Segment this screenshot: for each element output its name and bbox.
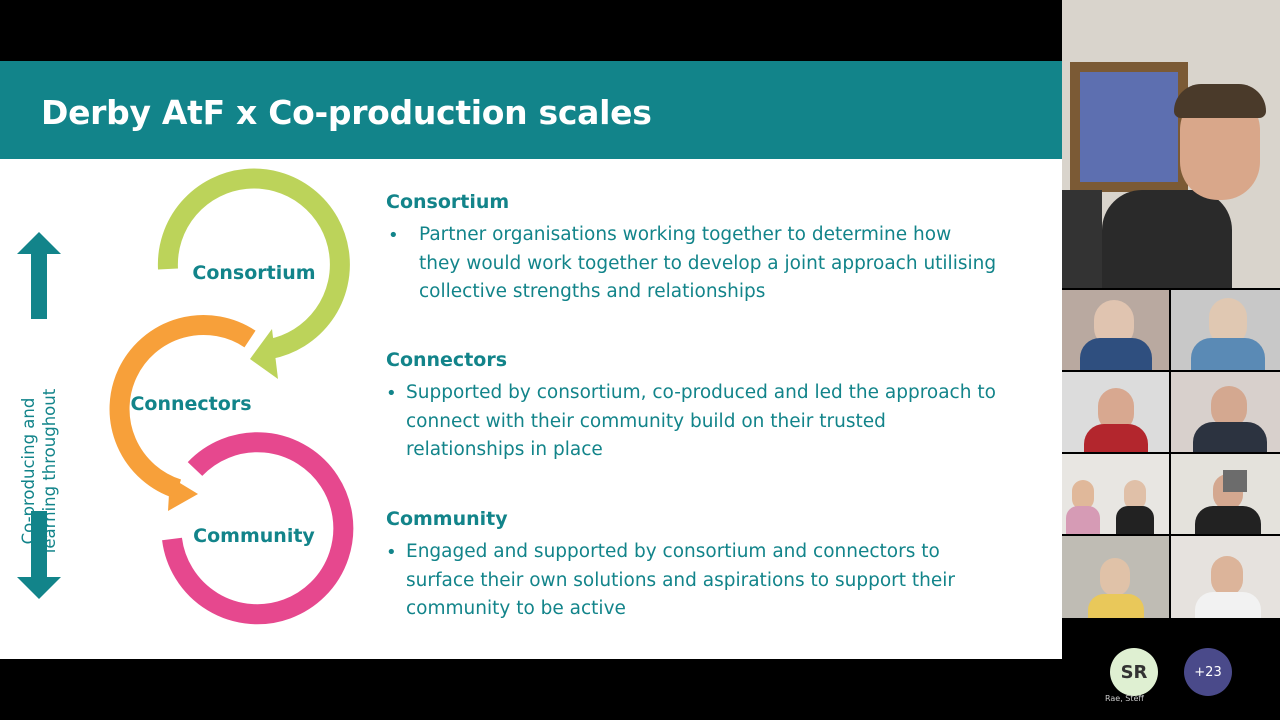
text-line: collective strengths and relationships xyxy=(419,278,996,307)
participant-gallery xyxy=(1062,0,1280,720)
side-vertical-label: Co-producing and learning throughout xyxy=(18,381,60,561)
participant-video[interactable] xyxy=(1171,290,1280,370)
text-line: surface their own solutions and aspirati… xyxy=(406,567,955,596)
bullet-icon: • xyxy=(386,383,397,404)
text-line: Supported by consortium, co-produced and… xyxy=(406,379,996,408)
more-participants-button[interactable]: +23 xyxy=(1184,648,1232,696)
participant-avatar[interactable]: SR xyxy=(1110,648,1158,696)
text-line: connect with their community build on th… xyxy=(406,408,996,437)
bullet-icon: • xyxy=(388,225,399,246)
text-line: Partner organisations working together t… xyxy=(419,221,996,250)
text-line: community to be active xyxy=(406,595,955,624)
arrow-up-icon xyxy=(17,232,61,319)
participant-video[interactable] xyxy=(1171,372,1280,452)
ring-label-consortium: Consortium xyxy=(192,262,315,284)
section-text-consortium: Partner organisations working together t… xyxy=(419,221,996,307)
consortium-ring-arrowhead xyxy=(250,329,278,379)
participant-video[interactable] xyxy=(1171,536,1280,618)
section-heading-community: Community xyxy=(386,508,508,530)
connectors-ring-arrowhead xyxy=(168,477,198,511)
shared-slide: Derby AtF x Co-production scales Consort… xyxy=(0,61,1062,659)
section-text-connectors: Supported by consortium, co-produced and… xyxy=(406,379,996,465)
section-heading-consortium: Consortium xyxy=(386,191,509,213)
wall-picture-frame xyxy=(1070,62,1188,192)
participant-avatar-name: Rae, Steff xyxy=(1105,694,1144,703)
ring-label-community: Community xyxy=(193,525,315,547)
slide-title-banner: Derby AtF x Co-production scales xyxy=(0,61,1062,159)
participant-video[interactable] xyxy=(1062,454,1169,534)
slide-title: Derby AtF x Co-production scales xyxy=(41,93,652,132)
side-label-line-1: Co-producing and xyxy=(18,381,39,561)
section-heading-connectors: Connectors xyxy=(386,349,507,371)
active-speaker-video[interactable] xyxy=(1062,0,1280,288)
section-text-community: Engaged and supported by consortium and … xyxy=(406,538,955,624)
participant-video[interactable] xyxy=(1062,536,1169,618)
side-label-line-2: learning throughout xyxy=(39,381,60,561)
speaker-body xyxy=(1102,190,1232,288)
participant-video[interactable] xyxy=(1062,290,1169,370)
text-line: Engaged and supported by consortium and … xyxy=(406,538,955,567)
text-line: they would work together to develop a jo… xyxy=(419,250,996,279)
text-line: relationships in place xyxy=(406,436,996,465)
participant-video[interactable] xyxy=(1062,372,1169,452)
bullet-icon: • xyxy=(386,542,397,563)
participant-video[interactable] xyxy=(1171,454,1280,534)
ring-label-connectors: Connectors xyxy=(130,393,251,415)
